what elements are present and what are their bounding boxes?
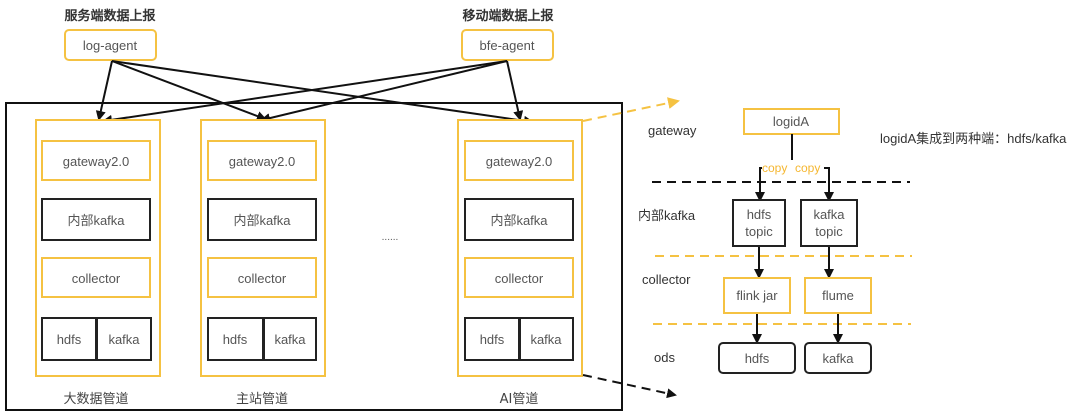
- svg-text:flink jar: flink jar: [736, 288, 778, 303]
- more-pipelines-ellipsis: ......: [382, 232, 399, 243]
- source-heading-server: 服务端数据上报: [64, 8, 156, 24]
- svg-text:kafka: kafka: [813, 207, 845, 222]
- pipeline-ai[interactable]: gateway2.0 内部kafka collector hdfs kafka: [457, 119, 583, 377]
- pipeline-ai-collector[interactable]: collector: [464, 257, 574, 298]
- bfe-agent-label: bfe-agent: [480, 38, 535, 53]
- layer-label-collector: collector: [642, 272, 691, 287]
- hdfs-topic-box[interactable]: hdfs topic: [732, 199, 786, 247]
- source-heading-mobile: 移动端数据上报: [462, 8, 554, 24]
- zoom-pointer-top: [582, 97, 680, 122]
- svg-text:kafka: kafka: [822, 351, 854, 366]
- arrow-log-to-ai: [111, 60, 534, 126]
- pipeline-main-gateway[interactable]: gateway2.0: [207, 140, 317, 181]
- ods-kafka-box[interactable]: kafka: [804, 342, 872, 374]
- logid-box[interactable]: logidA: [743, 108, 840, 135]
- layer-label-gateway: gateway: [648, 123, 697, 138]
- copy-split: copy copy: [755, 134, 834, 202]
- flink-jar-box[interactable]: flink jar: [723, 277, 791, 314]
- svg-text:gateway2.0: gateway2.0: [229, 154, 296, 169]
- ods-hdfs-box[interactable]: hdfs: [718, 342, 796, 374]
- pipeline-ai-gateway[interactable]: gateway2.0: [464, 140, 574, 181]
- pipeline-ai-kafka[interactable]: 内部kafka: [464, 198, 574, 241]
- svg-text:topic: topic: [815, 224, 843, 239]
- svg-text:collector: collector: [238, 271, 287, 286]
- pipeline-main[interactable]: gateway2.0 内部kafka collector hdfs kafka: [200, 119, 326, 377]
- sink-hdfs: hdfs: [57, 332, 82, 347]
- sink-kafka: kafka: [530, 332, 562, 347]
- pipeline-main-caption: 主站管道: [236, 392, 288, 407]
- pipelines-container: [5, 102, 623, 411]
- logid-note: logidA集成到两种端：hdfs/kafka: [880, 131, 1067, 146]
- pipeline-ai-caption: AI管道: [500, 392, 539, 407]
- arrow-bfe-to-ai: [506, 60, 524, 121]
- svg-text:内部kafka: 内部kafka: [233, 213, 291, 228]
- sink-kafka: kafka: [108, 332, 140, 347]
- layer-label-kafka: 内部kafka: [638, 208, 696, 223]
- copy-label-left: copy: [762, 161, 787, 175]
- layer-label-ods: ods: [654, 350, 675, 365]
- svg-text:topic: topic: [745, 224, 773, 239]
- arrow-bfe-to-bigdata: [102, 60, 508, 125]
- zoom-pointer-bottom: [582, 374, 677, 399]
- sink-kafka: kafka: [274, 332, 306, 347]
- svg-text:内部kafka: 内部kafka: [490, 213, 548, 228]
- svg-text:gateway2.0: gateway2.0: [486, 154, 553, 169]
- pipeline-bigdata-gateway[interactable]: gateway2.0: [41, 140, 151, 181]
- svg-text:内部kafka: 内部kafka: [67, 213, 125, 228]
- flume-box[interactable]: flume: [804, 277, 872, 314]
- svg-text:collector: collector: [495, 271, 544, 286]
- svg-text:flume: flume: [822, 288, 854, 303]
- pipeline-main-sinks[interactable]: hdfs kafka: [207, 317, 317, 361]
- svg-text:gateway2.0: gateway2.0: [63, 154, 130, 169]
- log-agent-box[interactable]: log-agent: [64, 29, 157, 61]
- pipeline-main-collector[interactable]: collector: [207, 257, 317, 298]
- kafka-topic-box[interactable]: kafka topic: [800, 199, 858, 247]
- arrow-log-to-main: [111, 60, 267, 121]
- svg-text:hdfs: hdfs: [745, 351, 770, 366]
- sink-hdfs: hdfs: [480, 332, 505, 347]
- pipeline-bigdata-kafka[interactable]: 内部kafka: [41, 198, 151, 241]
- pipeline-main-kafka[interactable]: 内部kafka: [207, 198, 317, 241]
- sink-hdfs: hdfs: [223, 332, 248, 347]
- svg-text:collector: collector: [72, 271, 121, 286]
- arrow-log-to-bigdata: [95, 60, 113, 121]
- arrow-bfe-to-main: [260, 60, 508, 123]
- pipeline-ai-sinks[interactable]: hdfs kafka: [464, 317, 574, 361]
- agent-arrows: [95, 60, 534, 126]
- svg-text:hdfs: hdfs: [747, 207, 772, 222]
- log-agent-label: log-agent: [83, 38, 138, 53]
- bfe-agent-box[interactable]: bfe-agent: [461, 29, 554, 61]
- logid-label: logidA: [773, 114, 809, 129]
- pipeline-bigdata-collector[interactable]: collector: [41, 257, 151, 298]
- pipeline-bigdata[interactable]: gateway2.0 内部kafka collector hdfs kafka: [35, 119, 161, 377]
- pipeline-bigdata-caption: 大数据管道: [63, 392, 128, 407]
- copy-label-right: copy: [795, 161, 820, 175]
- pipeline-bigdata-sinks[interactable]: hdfs kafka: [41, 317, 152, 361]
